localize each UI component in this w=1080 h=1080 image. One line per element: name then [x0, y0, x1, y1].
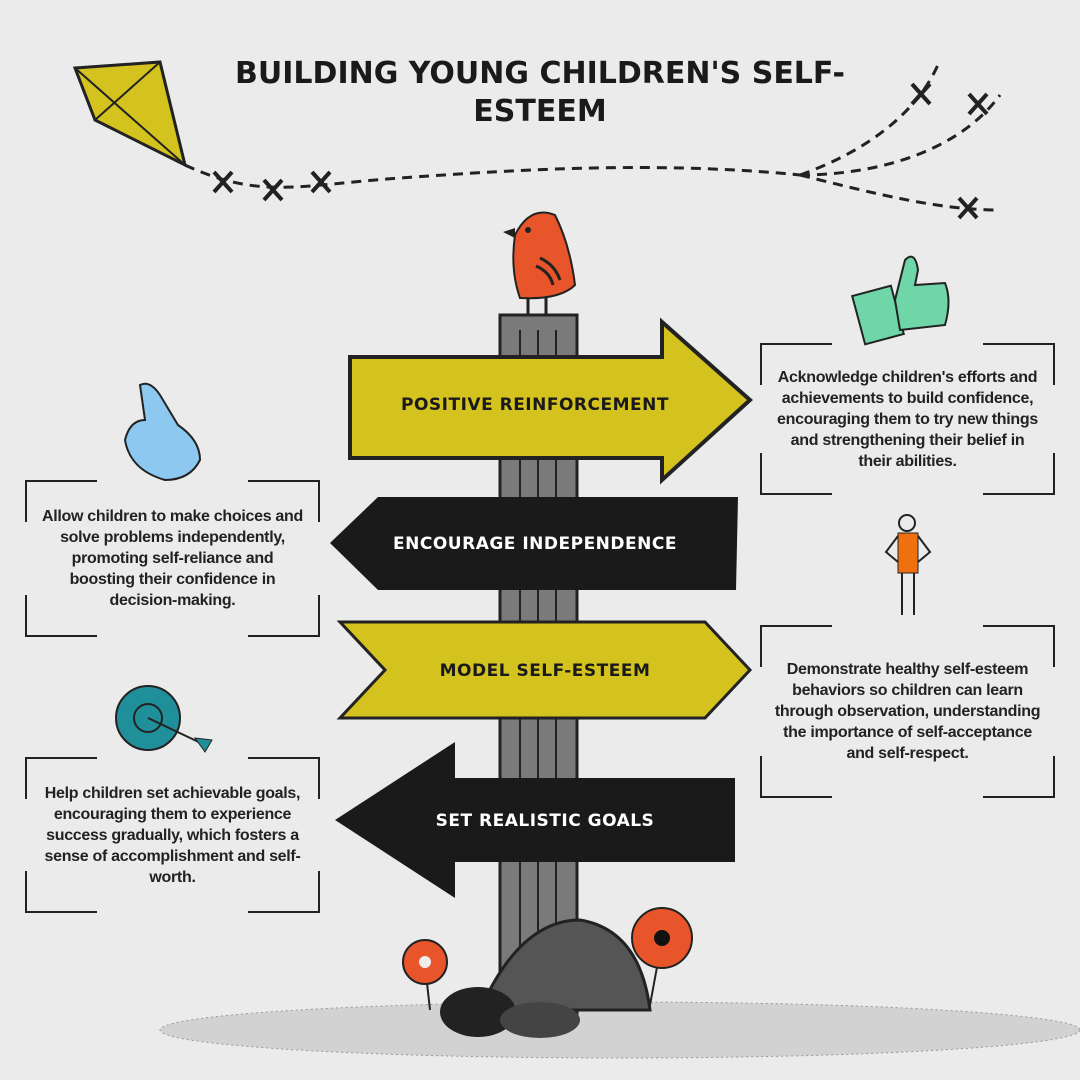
bird-icon — [503, 211, 577, 315]
description-model-self-esteem: Demonstrate healthy self-esteem behavior… — [760, 625, 1055, 798]
sign-label-model-self-esteem: MODEL SELF-ESTEEM — [439, 661, 651, 681]
sign-label-positive-reinforcement: POSITIVE REINFORCEMENT — [401, 395, 669, 415]
description-text: Acknowledge children's efforts and achie… — [777, 368, 1038, 470]
description-text: Demonstrate healthy self-esteem behavior… — [774, 661, 1041, 762]
page-title-line-1: BUILDING YOUNG CHILDREN'S SELF- — [235, 56, 845, 91]
person-icon — [884, 514, 932, 615]
description-text: Allow children to make choices and solve… — [42, 508, 303, 609]
sign-label-encourage-independence: ENCOURAGE INDEPENDENCE — [393, 534, 677, 554]
thumbs-up-icon — [850, 255, 950, 346]
description-encourage-independence: Allow children to make choices and solve… — [25, 480, 320, 637]
description-set-realistic-goals: Help children set achievable goals, enco… — [25, 757, 320, 913]
description-positive-reinforcement: Acknowledge children's efforts and achie… — [760, 343, 1055, 495]
sign-shape-encourage-independence — [330, 497, 738, 590]
sign-shape-set-realistic-goals — [335, 742, 735, 898]
target-icon — [115, 685, 213, 753]
sign-shape-positive-reinforcement — [348, 317, 753, 485]
flower-icon — [402, 907, 693, 1011]
foam-finger-icon — [123, 382, 202, 482]
page-title-line-2: ESTEEM — [473, 94, 607, 129]
kite-icon — [72, 59, 1002, 220]
kite-bow-marks — [212, 82, 989, 220]
description-text: Help children set achievable goals, enco… — [44, 784, 301, 886]
ground-patch — [159, 1001, 1080, 1059]
sign-label-set-realistic-goals: SET REALISTIC GOALS — [435, 811, 655, 831]
rocks — [440, 918, 652, 1038]
sign-shape-model-self-esteem — [336, 620, 753, 720]
